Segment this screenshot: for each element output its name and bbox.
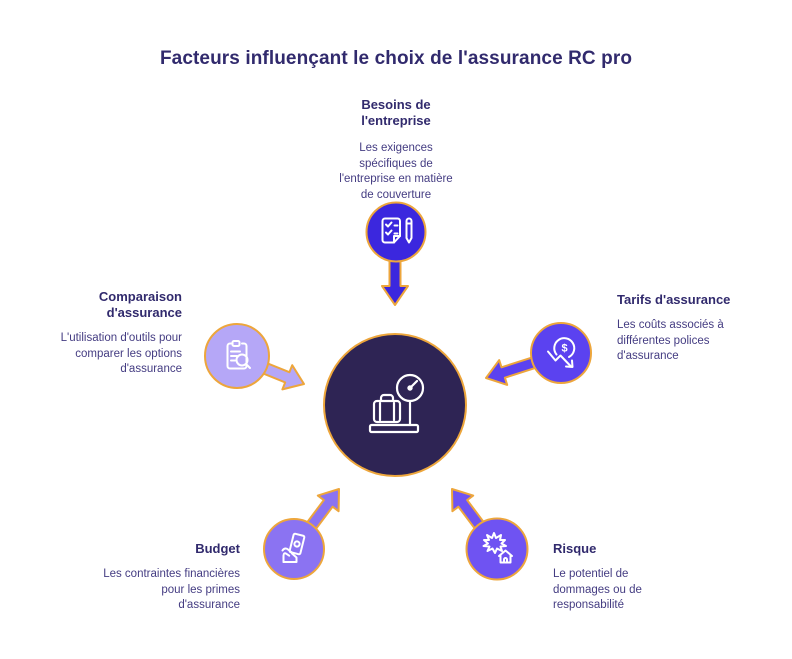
hand-money-icon [281,532,306,563]
node-title-comparaison: Comparaison d'assurance [98,289,182,320]
node-title-budget: Budget [195,541,240,556]
node-circle-besoins [365,201,427,263]
node-circle-budget [263,518,325,580]
page-title: Facteurs influençant le choix de l'assur… [159,48,633,69]
node-text-risque: Risque Le potentiel de dommages ou de re… [553,541,668,614]
luggage-scale-icon [368,373,425,434]
node-description-tarifs: Les coûts associés à différentes polices… [617,319,724,362]
node-text-comparaison: Comparaison d'assurance L'utilisation d'… [57,289,182,378]
node-description-comparaison: L'utilisation d'outils pour comparer les… [60,332,182,375]
clipboard-search-icon [226,340,251,370]
node-circle-tarifs [530,322,592,384]
checklist-pen-icon [381,217,413,244]
svg-text:$: $ [561,343,567,355]
node-text-budget: Budget Les contraintes financières pour … [100,541,240,614]
node-title-risque: Risque [553,541,597,556]
node-title-besoins: Besoins de l'entreprise [361,97,431,128]
node-text-besoins: Besoins de l'entreprise Les exigences sp… [286,97,506,203]
node-text-tarifs: Tarifs d'assurance Les coûts associés à … [617,292,752,365]
node-description-besoins: Les exigences spécifiques de l'entrepris… [339,142,453,201]
house-damage-icon [482,532,513,564]
node-description-risque: Le potentiel de dommages ou de responsab… [553,568,642,611]
node-description-budget: Les contraintes financières pour les pri… [103,568,240,611]
dollar-decrease-icon: $ [547,337,576,368]
node-title-tarifs: Tarifs d'assurance [617,292,731,307]
